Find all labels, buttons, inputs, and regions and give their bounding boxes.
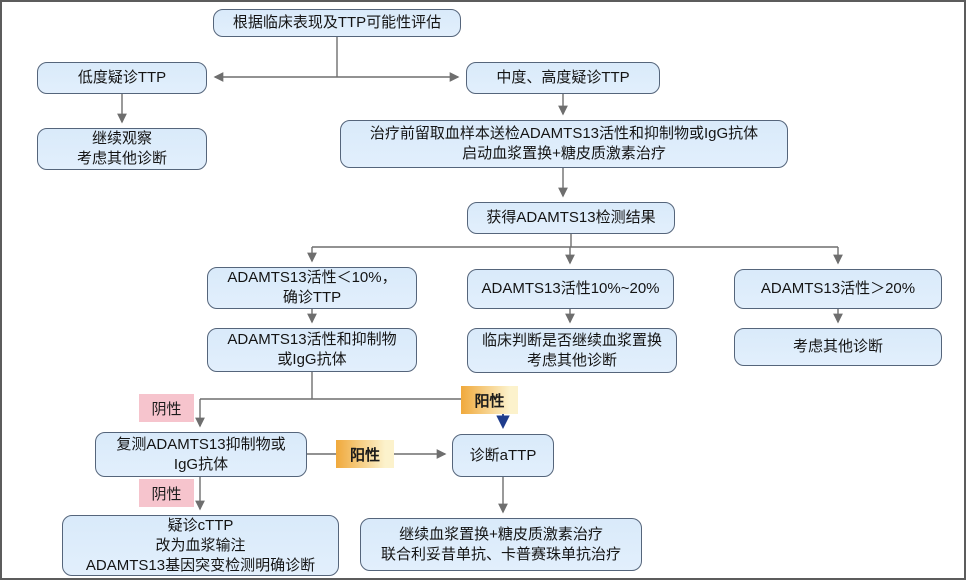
node-activity-lt10: ADAMTS13活性＜10%， 确诊TTP — [207, 267, 417, 309]
tag-positive-1: 阳性 — [461, 386, 518, 414]
node-pretreatment-sampling: 治疗前留取血样本送检ADAMTS13活性和抑制物或IgG抗体 启动血浆置换+糖皮… — [340, 120, 788, 168]
node-activity-gt20: ADAMTS13活性＞20% — [734, 269, 942, 309]
node-adamts13-result: 获得ADAMTS13检测结果 — [467, 202, 675, 234]
node-text: 考虑其他诊断 — [76, 150, 167, 167]
node-text: 获得ADAMTS13检测结果 — [486, 209, 656, 226]
node-text: 继续观察 — [91, 130, 152, 147]
node-low-suspicion: 低度疑诊TTP — [37, 62, 207, 94]
node-text: ADAMTS13基因突变检测明确诊断 — [85, 556, 316, 574]
node-diagnose-attp: 诊断aTTP — [452, 434, 554, 477]
node-text: 低度疑诊TTP — [77, 69, 167, 86]
node-clinical-assessment: 根据临床表现及TTP可能性评估 — [213, 9, 461, 37]
node-text: 复测ADAMTS13抑制物或 — [116, 435, 286, 453]
node-text: 或IgG抗体 — [277, 351, 347, 368]
node-consider-other-diagnosis: 考虑其他诊断 — [734, 328, 942, 366]
node-text: 考虑其他诊断 — [792, 338, 883, 355]
node-text: ADAMTS13活性和抑制物 — [227, 331, 397, 348]
node-suspect-cttp: 疑诊cTTP 改为血浆输注 ADAMTS13基因突变检测明确诊断 — [62, 515, 339, 576]
node-continue-treatment: 继续血浆置换+糖皮质激素治疗 联合利妥昔单抗、卡普赛珠单抗治疗 — [360, 518, 642, 571]
tag-negative-2: 阴性 — [139, 479, 194, 507]
node-moderate-high-suspicion: 中度、高度疑诊TTP — [466, 62, 660, 94]
node-text: 诊断aTTP — [469, 446, 537, 464]
node-text: ADAMTS13活性＜10%， — [227, 269, 397, 286]
node-text: 确诊TTP — [282, 289, 342, 306]
node-continue-observe: 继续观察 考虑其他诊断 — [37, 128, 207, 170]
tag-positive-2: 阳性 — [336, 440, 394, 468]
node-text: 临床判断是否继续血浆置换 — [481, 331, 662, 349]
node-text: IgG抗体 — [173, 455, 229, 473]
node-text: 疑诊cTTP — [167, 516, 234, 534]
node-text: 联合利妥昔单抗、卡普赛珠单抗治疗 — [380, 545, 621, 563]
node-text: ADAMTS13活性10%~20% — [481, 280, 660, 297]
node-text: 治疗前留取血样本送检ADAMTS13活性和抑制物或IgG抗体 — [369, 125, 759, 142]
node-activity-inhibitor-test: ADAMTS13活性和抑制物 或IgG抗体 — [207, 328, 417, 372]
node-text: 考虑其他诊断 — [526, 351, 617, 369]
node-clinical-judgement: 临床判断是否继续血浆置换 考虑其他诊断 — [467, 328, 677, 373]
node-text: ADAMTS13活性＞20% — [760, 280, 916, 297]
tag-negative-1: 阴性 — [139, 394, 194, 422]
node-retest-inhibitor: 复测ADAMTS13抑制物或 IgG抗体 — [95, 432, 307, 477]
node-text: 继续血浆置换+糖皮质激素治疗 — [399, 525, 603, 543]
node-text: 改为血浆输注 — [155, 536, 246, 554]
node-text: 中度、高度疑诊TTP — [496, 69, 630, 86]
node-activity-10-20: ADAMTS13活性10%~20% — [467, 269, 674, 309]
node-text: 启动血浆置换+糖皮质激素治疗 — [462, 145, 666, 162]
node-text: 根据临床表现及TTP可能性评估 — [232, 14, 442, 31]
